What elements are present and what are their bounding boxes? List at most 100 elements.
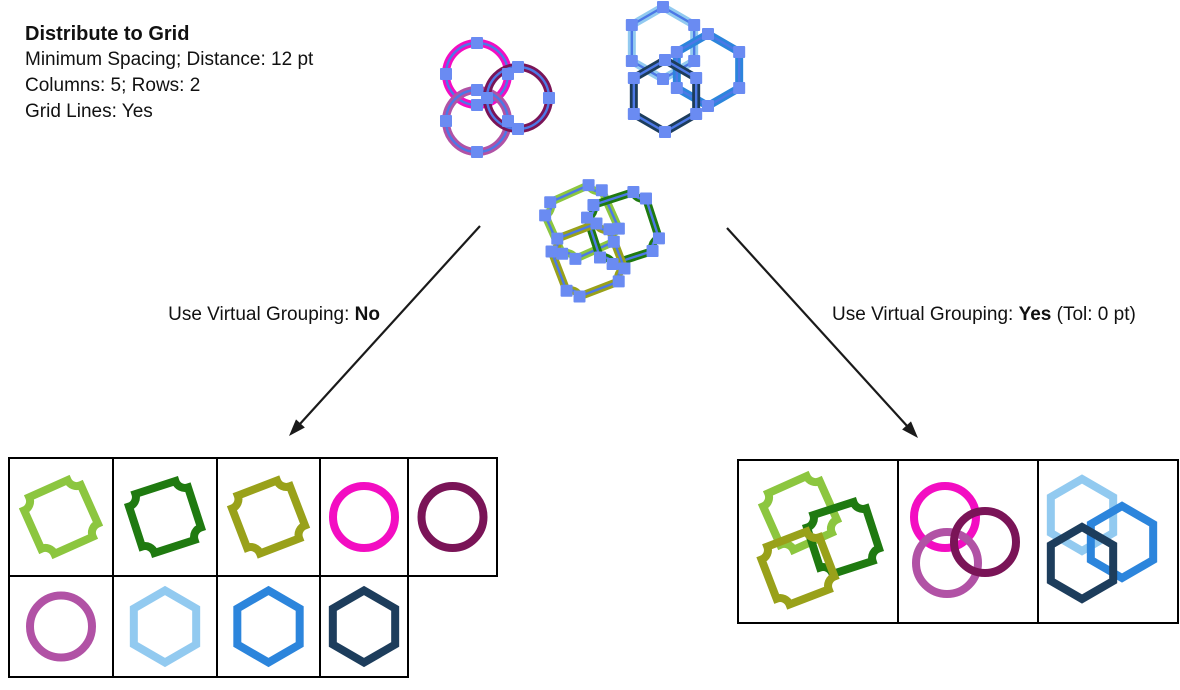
shape-blue-hexagon[interactable] [233,585,304,668]
selection-handle[interactable] [544,196,557,209]
shape-orchid-circle[interactable] [26,591,96,662]
selection-handle[interactable] [657,73,669,85]
selection-handle[interactable] [607,235,620,248]
selection-handle[interactable] [688,55,701,67]
selection-handle[interactable] [627,108,640,120]
selection-handle[interactable] [543,92,555,104]
selection-handle[interactable] [612,222,625,235]
selection-handle[interactable] [603,223,616,236]
shape-light_green-ticket[interactable] [18,474,104,560]
selection-handle[interactable] [702,28,714,40]
branch-label-no-prefix: Use Virtual Grouping: [168,304,355,325]
selection-handle[interactable] [551,232,564,245]
shape-dark_green-ticket[interactable] [123,475,207,559]
arrow-left [289,225,481,436]
selection-handle[interactable] [545,245,558,258]
selection-handle[interactable] [670,46,683,58]
selection-handle[interactable] [657,1,669,13]
shape-dark_green-ticket[interactable] [801,496,885,580]
selection-handle[interactable] [512,123,524,135]
selection-handles-layer [440,1,746,303]
setting-spacing: Minimum Spacing; Distance: 12 pt [25,49,314,70]
selection-handle[interactable] [590,217,603,230]
selection-handle[interactable] [627,186,640,199]
shape-dark_purple-circle[interactable] [417,482,488,552]
selection-handle[interactable] [659,54,671,66]
selection-handle[interactable] [659,126,671,138]
grid-cell [319,575,409,678]
setting-columns-rows: Columns: 5; Rows: 2 [25,75,201,96]
selection-handle[interactable] [471,37,483,49]
shape-orchid-circle[interactable] [912,528,982,598]
selection-handle[interactable] [690,108,703,120]
arrow-head [902,421,918,438]
selection-handle[interactable] [595,184,608,197]
selection-handle[interactable] [502,68,514,80]
selection-handle[interactable] [627,72,640,84]
selection-handle[interactable] [625,55,638,67]
selection-handle[interactable] [502,115,514,127]
selection-handle[interactable] [556,247,569,260]
source-cluster-circles [442,39,553,156]
group-tickets [756,470,885,610]
shape-blue-hexagon[interactable] [1086,501,1158,583]
selection-handle[interactable] [702,100,714,112]
shape-light_blue-hexagon[interactable] [1046,474,1118,556]
arrow-head [289,419,305,436]
setting-grid-lines: Grid Lines: Yes [25,101,153,122]
grid-cell [8,575,114,678]
selection-handle[interactable] [471,84,483,96]
selection-handle[interactable] [560,284,573,297]
selection-handle[interactable] [440,115,452,127]
shape-dark_purple-circle[interactable] [950,507,1020,577]
arrow-right [726,227,918,438]
selection-handle[interactable] [471,99,483,111]
selection-handle[interactable] [606,257,619,270]
selection-handle[interactable] [594,251,607,264]
selection-handle[interactable] [618,262,631,275]
shape-magenta-circle[interactable] [910,482,980,552]
source-cluster-hexagons [627,2,744,137]
selection-handle[interactable] [646,244,659,257]
shape-magenta-circle[interactable] [329,482,399,552]
selection-handle[interactable] [440,68,452,80]
selection-handle[interactable] [688,19,701,31]
branch-label-yes-suffix: (Tol: 0 pt) [1051,304,1136,325]
arrow-line [296,225,481,428]
group-hexagons [1046,474,1158,604]
selection-handle[interactable] [581,211,594,224]
selection-handle[interactable] [690,72,703,84]
selection-handle[interactable] [652,232,665,245]
shape-olive-ticket[interactable] [756,526,840,610]
result-grid-virtual-grouping [737,459,1179,624]
selection-handle[interactable] [582,179,595,192]
branch-label-yes-prefix: Use Virtual Grouping: [832,304,1019,325]
selection-handle[interactable] [481,92,493,104]
figure-title: Distribute to Grid [25,23,190,45]
selection-handle[interactable] [612,275,625,288]
selection-handle[interactable] [573,290,586,303]
selection-handle[interactable] [512,61,524,73]
arrow-line [726,227,911,430]
selection-handle[interactable] [587,199,600,212]
grid-cell [1037,459,1179,624]
selection-handle[interactable] [733,46,746,58]
shape-navy-hexagon[interactable] [1046,522,1118,604]
shape-light_green-ticket[interactable] [757,470,843,556]
shape-navy-hexagon[interactable] [328,585,400,668]
shape-olive-ticket[interactable] [226,475,311,559]
selection-handle[interactable] [639,192,652,205]
grid-cell [407,457,498,577]
selection-handle[interactable] [539,209,552,222]
selection-handle[interactable] [670,82,683,94]
result-grid-no-grouping [8,457,498,678]
branch-label-yes-value: Yes [1018,304,1052,325]
selection-handle[interactable] [471,146,483,158]
shape-light_blue-hexagon[interactable] [129,585,201,668]
selection-handle[interactable] [733,82,746,94]
group-circles [910,482,1020,598]
selection-handle[interactable] [625,19,638,31]
selection-handle[interactable] [569,252,582,265]
branch-label-no: Use Virtual Grouping: No [168,302,380,328]
